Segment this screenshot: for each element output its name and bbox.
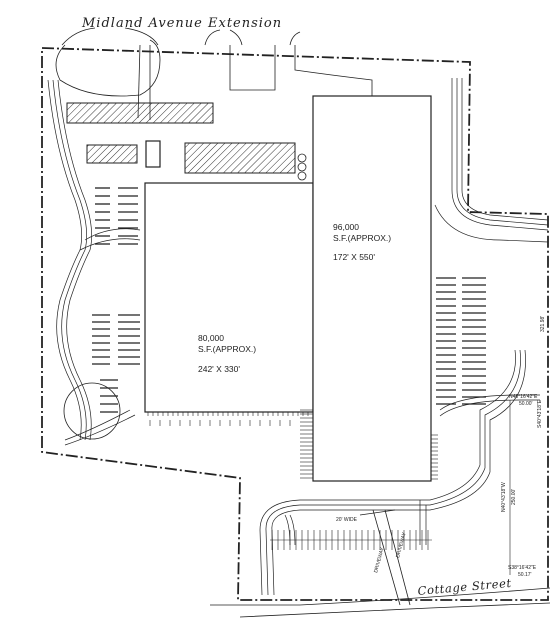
north-utility-area [229, 45, 373, 96]
dim-driveway-1: DRIVEWAY [373, 546, 386, 573]
dim-bearing-1: N48°16'42"E [509, 394, 538, 400]
building-east-area: 96,000 [333, 222, 359, 232]
dim-bearing-4: S38°16'42"E [508, 565, 537, 571]
small-structure [145, 140, 161, 168]
dim-dist-1: 50.00' [519, 401, 533, 407]
building-east-unit: S.F.(APPROX.) [333, 233, 391, 243]
building-west [144, 182, 314, 413]
dim-bearing-3: N40°43'18"W [501, 482, 507, 512]
building-east [312, 95, 432, 482]
building-west-dims: 242' X 330' [198, 364, 240, 374]
east-access-road-south [259, 349, 540, 596]
top-road-curbs [61, 27, 301, 46]
tank-circles [297, 153, 307, 181]
dim-east-edge: 321.98' [540, 316, 546, 332]
dim-driveway-2: DRIVEWAY [395, 531, 408, 558]
east-parking-rows [436, 277, 486, 405]
cottage-street-curbs [210, 587, 550, 618]
dim-dist-4: 50.17' [518, 572, 532, 578]
east-access-road-north [434, 78, 549, 243]
south-parking-row [270, 530, 432, 550]
street-label-top: Midland Avenue Extension [81, 16, 282, 31]
building-west-loading-ticks [147, 412, 309, 426]
dim-dist-3: 250.00' [511, 489, 517, 505]
west-turnaround [63, 382, 121, 440]
west-parking-rows [92, 187, 140, 413]
building-east-dock-ticks [300, 409, 438, 480]
hatched-pad-2 [86, 144, 138, 164]
south-driveway [359, 509, 411, 606]
building-west-unit: S.F.(APPROX.) [198, 344, 256, 354]
hatched-pad-1 [66, 102, 214, 124]
property-boundary [41, 47, 549, 601]
dim-bearing-2: S40°43'18"E [537, 399, 543, 428]
west-access-road [47, 79, 92, 441]
building-west-area: 80,000 [198, 333, 224, 343]
building-east-dims: 172' X 550' [333, 252, 375, 262]
hatched-pad-3 [184, 142, 296, 174]
west-turnaround-lanes [64, 228, 141, 446]
dim-wide: 20' WIDE [336, 517, 358, 523]
